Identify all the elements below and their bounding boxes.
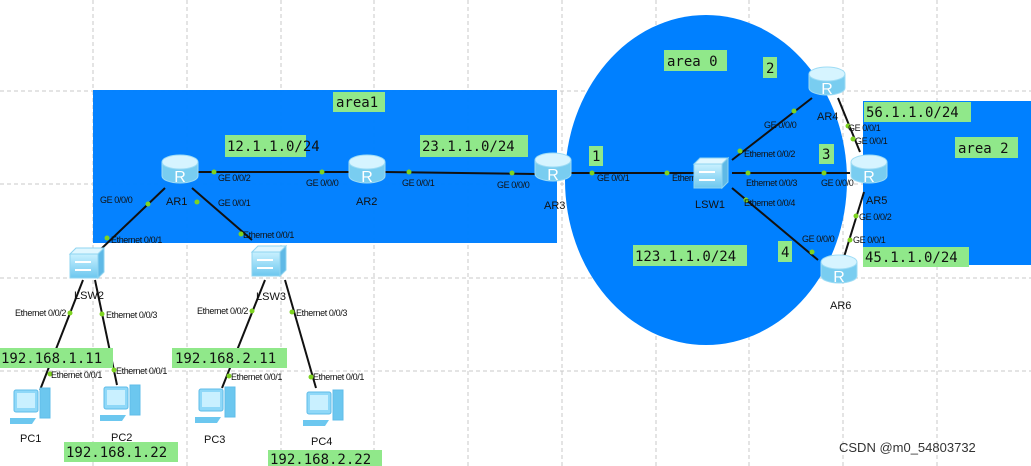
port-label: GE 0/0/1 — [855, 136, 888, 146]
port-label: Ethernet 0/0/1 — [116, 366, 167, 376]
port-label: Ethernet 0/0/1 — [313, 372, 364, 382]
link-lsw2-pc2 — [94, 279, 118, 386]
port-label: GE 0/0/0 — [306, 178, 339, 188]
port-label: Ethernet 0/0/3 — [746, 178, 797, 188]
port-label: GE 0/0/1 — [597, 173, 630, 183]
switch-lsw1[interactable]: LSW1 — [693, 157, 729, 211]
host-ip-label[interactable]: 192.168.2.22 — [270, 452, 371, 466]
router-ar3[interactable]: AR3 — [534, 152, 572, 212]
pc-pc4[interactable]: PC4 — [302, 389, 344, 448]
host-ip-label[interactable]: 192.168.1.11 — [1, 351, 102, 367]
host-ip-label[interactable]: 192.168.2.11 — [175, 351, 276, 367]
area0-label[interactable]: area 0 — [667, 54, 718, 70]
network-label[interactable]: 56.1.1.0/24 — [866, 105, 959, 121]
marker-label[interactable]: 2 — [766, 61, 774, 77]
link-ar1-lsw3 — [191, 187, 253, 241]
device-label: PC4 — [311, 436, 332, 448]
switch-lsw2[interactable]: LSW2 — [69, 247, 105, 302]
area-tags: area1 area 0 area 2 — [333, 50, 1018, 158]
network-label[interactable]: 45.1.1.0/24 — [865, 250, 958, 266]
router-ar2[interactable]: AR2 — [348, 154, 386, 208]
device-label: LSW1 — [695, 199, 725, 211]
link-lsw3-pc3 — [221, 279, 266, 389]
port-label: GE 0/0/1 — [848, 123, 881, 133]
watermark: CSDN @m0_54803732 — [839, 440, 976, 455]
port-label: Ethernet 0/0/1 — [243, 230, 294, 240]
port-label: GE 0/0/0 — [497, 180, 530, 190]
port-label: Ethernet 0/0/1 — [111, 235, 162, 245]
device-label: AR4 — [817, 111, 838, 123]
port-label: GE 0/0/0 — [764, 120, 797, 130]
area2-label[interactable]: area 2 — [958, 141, 1009, 157]
network-tags: 12.1.1.0/24 23.1.1.0/24 123.1.1.0/24 56.… — [225, 102, 971, 267]
pc-pc2[interactable]: PC2 — [99, 384, 141, 444]
port-label: Ethernet 0/0/3 — [106, 310, 157, 320]
network-label[interactable]: 23.1.1.0/24 — [422, 139, 515, 155]
port-label: GE 0/0/2 — [218, 173, 251, 183]
router-ar4[interactable]: AR4 — [808, 66, 846, 123]
marker-label[interactable]: 1 — [592, 149, 600, 165]
port-label: Ethernet 0/0/3 — [296, 308, 347, 318]
device-label: PC2 — [111, 432, 132, 444]
switch-lsw3[interactable]: LSW3 — [251, 245, 287, 303]
router-ar1[interactable]: AR1 — [161, 154, 199, 208]
router-ar5[interactable]: AR5 — [850, 154, 888, 207]
port-label: GE 0/0/0 — [100, 195, 133, 205]
port-label: Ethernet 0/0/1 — [231, 372, 282, 382]
pc-pc1[interactable]: PC1 — [9, 387, 51, 445]
device-label: PC3 — [204, 434, 225, 446]
marker-label[interactable]: 4 — [781, 245, 789, 261]
port-label: GE 0/0/2 — [859, 212, 892, 222]
link-ar1-lsw2 — [99, 187, 166, 251]
port-label: GE 0/0/0 — [821, 178, 854, 188]
port-label: GE 0/0/1 — [218, 198, 251, 208]
device-label: AR3 — [544, 200, 565, 212]
device-label: LSW3 — [256, 291, 286, 303]
area1-label[interactable]: area1 — [336, 95, 378, 111]
port-label: Ethernet 0/0/4 — [744, 198, 795, 208]
device-label: AR6 — [830, 300, 851, 312]
port-label: Ethernet 0/0/2 — [15, 308, 66, 318]
device-label: AR2 — [356, 196, 377, 208]
link-lsw2-pc1 — [39, 279, 84, 391]
port-label: GE 0/0/1 — [853, 235, 886, 245]
marker-label[interactable]: 3 — [822, 147, 830, 163]
host-ip-tags: 192.168.1.11 192.168.2.11 192.168.1.22 1… — [0, 348, 382, 466]
device-label: AR5 — [866, 195, 887, 207]
device-label: AR1 — [166, 196, 187, 208]
marker-tags: 1 2 3 4 — [589, 57, 834, 262]
port-label: Ethernet 0/0/2 — [197, 306, 248, 316]
pc-pc3[interactable]: PC3 — [194, 386, 236, 446]
link-lsw3-pc4 — [284, 279, 317, 389]
port-label: GE 0/0/1 — [402, 178, 435, 188]
port-label: Ethernet 0/0/2 — [744, 149, 795, 159]
port-label: Ethernet 0/0/1 — [51, 370, 102, 380]
network-label[interactable]: 12.1.1.0/24 — [227, 139, 320, 155]
device-label: PC1 — [20, 433, 41, 445]
router-ar6[interactable]: AR6 — [820, 254, 858, 312]
network-label[interactable]: 123.1.1.0/24 — [635, 249, 736, 265]
link-ar5-ar6 — [843, 191, 865, 258]
port-dots — [47, 108, 859, 380]
host-ip-label[interactable]: 192.168.1.22 — [66, 445, 167, 461]
port-label: GE 0/0/0 — [802, 234, 835, 244]
device-label: LSW2 — [74, 290, 104, 302]
link-lsw1-ar4 — [731, 97, 813, 161]
area2-region[interactable] — [863, 101, 1031, 265]
